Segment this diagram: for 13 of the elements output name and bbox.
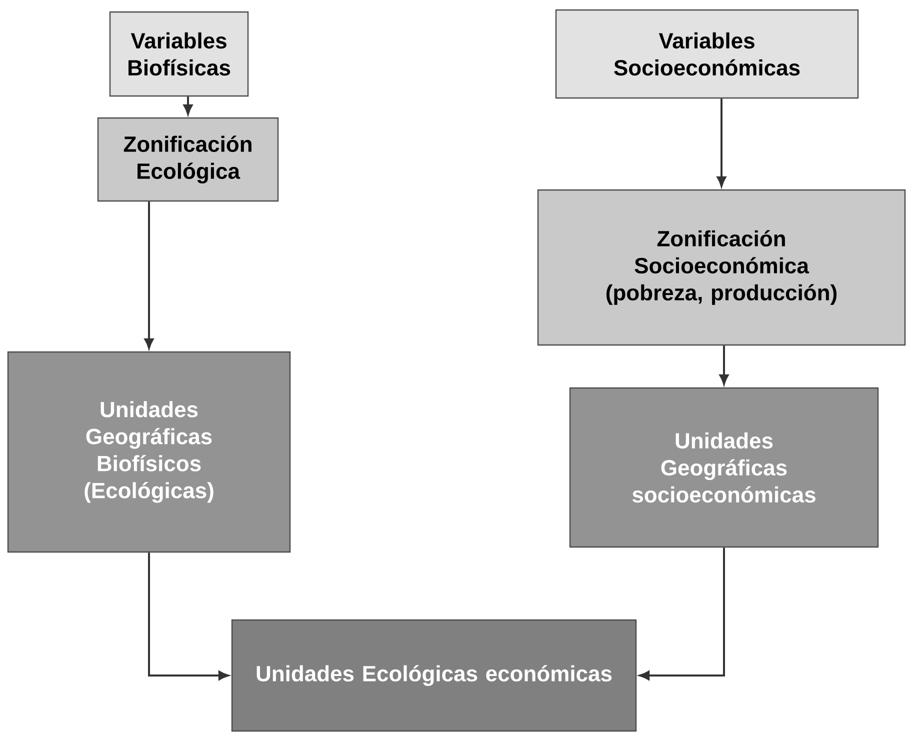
arrow: [144, 202, 154, 349]
process-box: Zonificación Socioeconómica (pobreza, producción): [537, 189, 906, 346]
process-box: Variables Socioeconómicas: [555, 9, 859, 99]
process-box: Variables Biofísicas: [109, 11, 249, 97]
arrow: [719, 346, 729, 385]
arrow: [148, 552, 229, 680]
unit-box: Unidades Geográficas socioeconómicas: [569, 387, 879, 548]
arrow: [639, 548, 725, 680]
process-box: Zonificación Ecológica: [97, 117, 279, 202]
unit-box: Unidades Geográficas Biofísicos (Ecológicas): [7, 351, 291, 553]
arrow: [183, 96, 193, 115]
unit-box: Unidades Ecológicas económicas: [231, 619, 637, 732]
arrow: [716, 98, 726, 187]
